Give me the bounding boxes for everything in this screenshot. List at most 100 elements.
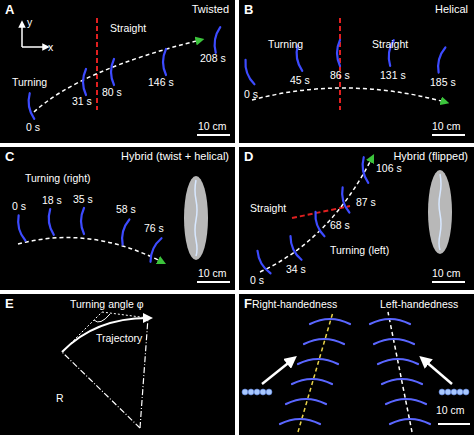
annotation-label: 10 cm [198, 267, 227, 279]
annotation-label: Turning (left) [330, 244, 389, 256]
annotation-label: 10 cm [432, 267, 461, 279]
annotation-label: Straight [372, 38, 408, 50]
robot-arc [313, 212, 325, 237]
boundary-line [96, 18, 98, 110]
fiber-bead [463, 389, 469, 395]
radius-line [140, 318, 148, 428]
trajectory-curve [62, 318, 148, 352]
panel-title: Hybrid (flipped) [393, 150, 468, 162]
fiber-bead [445, 389, 451, 395]
annotation-label: Turning (right) [25, 172, 91, 184]
fiber-bead [242, 389, 248, 395]
robot-arc [387, 40, 394, 66]
robot-body [184, 176, 208, 260]
annotation-label: 0 s [12, 200, 26, 212]
fiber-bead [451, 389, 457, 395]
robot-arc [16, 215, 26, 241]
annotation-label: Trajectory [96, 332, 142, 344]
robot-arc [337, 40, 340, 66]
scale-bar [197, 281, 230, 283]
figure-panel: C Hybrid (twist + helical) [0, 147, 235, 290]
robot-arc [47, 209, 54, 235]
robot-arc [120, 219, 130, 245]
trajectory-line [260, 158, 372, 272]
robot-arc [298, 359, 338, 364]
axis-line [388, 312, 412, 432]
robot-arc [27, 93, 34, 119]
scale-bar [432, 134, 465, 136]
annotation-label: 34 s [286, 263, 306, 275]
robot-arc [243, 60, 255, 85]
robot-arc [340, 187, 350, 213]
annotation-label: R [56, 392, 64, 404]
annotation-label: Turning [12, 76, 47, 88]
figure-panel: BHelical [239, 0, 474, 143]
fiber-bead [457, 389, 463, 395]
annotation-label: 18 s [42, 194, 62, 206]
robot-arc [111, 59, 114, 85]
robot-arc [163, 49, 166, 75]
fiber-bead [254, 389, 260, 395]
panel-letter: B [244, 2, 253, 17]
scale-bar [438, 423, 470, 425]
robot-arc [288, 236, 302, 261]
robot-arc [295, 45, 302, 71]
robot-arc [374, 339, 414, 344]
trajectory-line [18, 238, 162, 262]
angle-arc [94, 314, 110, 322]
robot-arc [292, 379, 332, 384]
annotation-label: y [27, 16, 32, 28]
scale-bar [432, 281, 465, 283]
fiber-bead [260, 389, 266, 395]
annotation-label: 106 s [376, 162, 402, 174]
panel-title: Hybrid (twist + helical) [121, 150, 229, 162]
axis-arrow [22, 46, 46, 48]
annotation-label: Straight [250, 202, 286, 214]
robot-arc [83, 69, 86, 95]
robot-seam [195, 180, 197, 256]
trajectory-line [34, 40, 200, 112]
robot-arc [382, 379, 422, 384]
robot-arc [286, 399, 326, 404]
annotation-label: 131 s [380, 69, 406, 81]
robot-arc [370, 319, 410, 324]
annotation-label: 10 cm [198, 120, 227, 132]
robot-arc [310, 319, 350, 324]
robot-arc [436, 47, 446, 73]
figure-panel: A Twisted [0, 0, 235, 143]
annotation-label: Left-handedness [380, 298, 458, 310]
axis-line [298, 312, 333, 432]
robot-arc [148, 237, 162, 262]
annotation-label: 31 s [72, 95, 92, 107]
annotation-label: Straight [110, 22, 146, 34]
annotation-label: 10 cm [436, 404, 465, 416]
annotation-label: 0 s [244, 88, 258, 100]
figure-panel: E [0, 294, 235, 435]
panel-letter: F [244, 296, 252, 311]
panel-letter: C [5, 149, 14, 164]
panel-title: Twisted [192, 3, 229, 15]
annotation-label: 185 s [430, 76, 456, 88]
robot-arc [213, 27, 220, 53]
robot-body [428, 170, 452, 254]
trajectory-line [252, 88, 445, 102]
robot-arc [81, 208, 84, 234]
radius-line [62, 352, 140, 428]
helix-fiber [242, 389, 469, 395]
transform-arrow [424, 360, 452, 384]
annotation-label: 58 s [116, 203, 136, 215]
robot-arc [304, 339, 344, 344]
annotation-label: Turning [268, 38, 303, 50]
annotation-label: Right-handedness [252, 298, 337, 310]
fiber-bead [266, 389, 272, 395]
figure-panel: F [239, 294, 474, 435]
annotation-label: 86 s [330, 69, 350, 81]
boundary-line [292, 206, 350, 218]
tangent-line [62, 312, 102, 352]
robot-arc [378, 359, 418, 364]
annotation-label: 68 s [330, 219, 350, 231]
annotation-label: 76 s [144, 222, 164, 234]
scale-bar [197, 134, 230, 136]
panel-letter: A [5, 2, 14, 17]
fiber-bead [248, 389, 254, 395]
